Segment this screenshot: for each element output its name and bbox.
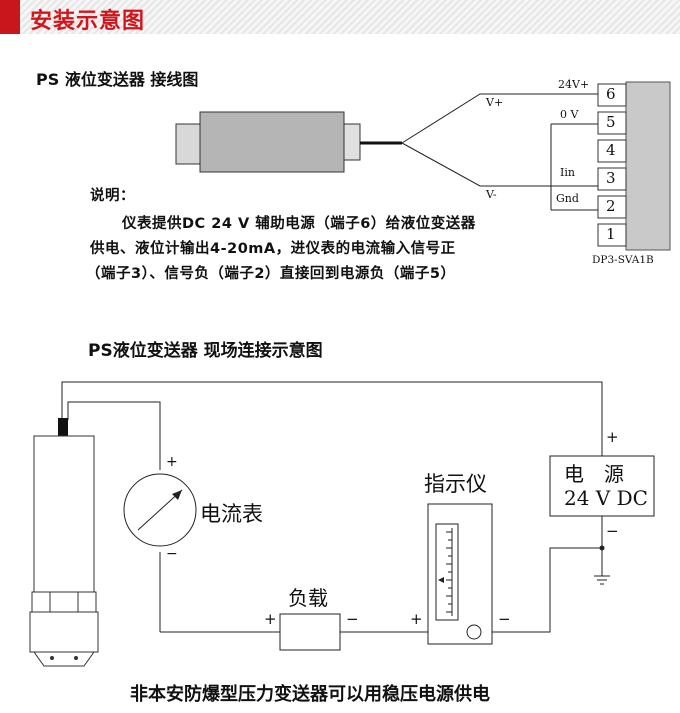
terminal-1: 1 [606,225,616,243]
wiring-lines [401,93,598,211]
ammeter-label: 电流表 [200,502,263,526]
header-title: 安装示意图 [30,9,146,34]
ammeter-minus: − [166,546,178,562]
wire-label-vminus: V- [486,188,497,201]
terminal-label-iin: Iin [560,166,575,179]
wiring-title: PS 液位变送器 接线图 [36,70,199,89]
power-supply-box [549,455,655,517]
indicator-minus: − [498,610,511,628]
terminal-6: 6 [606,85,616,103]
junction-dot [599,545,605,551]
ammeter-drawing [123,473,197,547]
power-label-line1: 电 源 [564,462,624,486]
terminal-label-24v: 24V+ [558,78,590,91]
terminal-2: 2 [606,197,616,215]
module-model: DP3-SVA1B [592,254,654,266]
indicator-drawing [427,503,493,645]
load-plus: + [264,610,277,628]
transmitter-drawing [175,111,361,173]
indicator-plus: + [410,610,423,628]
field-title: PS液位变送器 现场连接示意图 [88,341,323,361]
field-wires [61,381,610,633]
load-label: 负载 [288,586,328,610]
terminal-5: 5 [606,113,616,131]
terminal-label-gnd: Gnd [556,192,579,205]
terminal-label-0v: 0 V [560,108,579,121]
wire-label-vplus: V+ [486,96,504,109]
header-accent [0,0,20,34]
note-line-2: 供电、液位计输出4-20mA，进仪表的电流输入信号正 [90,241,456,257]
power-label-line2: 24 V DC [564,486,648,510]
terminal-3: 3 [606,169,616,187]
terminal-4: 4 [606,141,616,159]
note-line-3: （端子3）、信号负（端子2）直接回到电源负（端子5） [86,266,456,282]
header-bar [20,0,680,34]
ammeter-plus: + [166,454,178,470]
terminal-module [597,81,671,251]
footer-caption: 非本安防爆型压力变送器可以用稳压电源供电 [130,684,490,705]
note-heading: 说明： [90,188,135,204]
power-minus: − [606,522,619,540]
page-header: 安装示意图 [0,0,680,34]
indicator-label: 指示仪 [424,472,487,496]
load-box [279,613,341,651]
probe-drawing [29,418,99,667]
power-plus: + [606,428,619,446]
note-line-1: 仪表提供DC 24 V 辅助电源（端子6）给液位变送器 [122,216,476,232]
load-minus: − [346,610,359,628]
